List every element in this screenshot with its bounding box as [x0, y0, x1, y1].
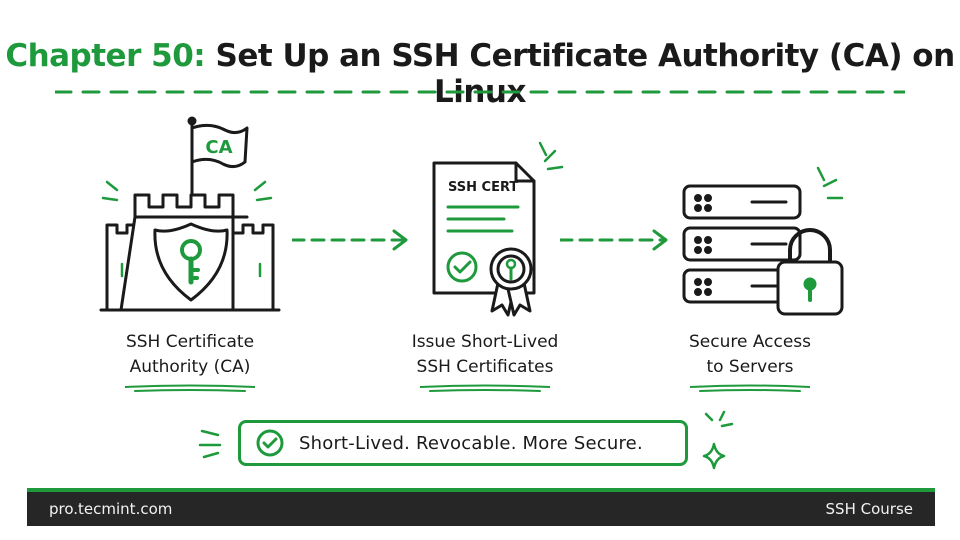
step-caption-line: Secure Access — [688, 332, 812, 352]
footer-course: SSH Course — [825, 500, 913, 518]
check-circle-icon — [256, 429, 284, 457]
certificate-icon: SSH CERT — [432, 141, 564, 317]
caption-underline — [420, 384, 550, 392]
server-lock-icon — [682, 166, 844, 316]
document-label: SSH CERT — [448, 180, 518, 195]
sparkle-icon — [702, 410, 734, 470]
tagline-text: Short-Lived. Revocable. More Secure. — [299, 432, 643, 454]
step-caption-line: SSH Certificates — [416, 357, 554, 377]
tagline-banner: Short-Lived. Revocable. More Secure. — [238, 420, 688, 466]
caption-underline — [690, 384, 810, 392]
step-caption-line: SSH Certificate — [125, 332, 255, 352]
title-dashed-rule — [55, 90, 905, 94]
step-caption-line: to Servers — [706, 357, 794, 377]
step-caption-line: Issue Short-Lived — [411, 332, 559, 352]
flag-label: CA — [205, 137, 232, 158]
chapter-title: Set Up an SSH Certificate Authority (CA)… — [215, 38, 956, 110]
footer-bar: pro.tecmint.com SSH Course — [27, 488, 935, 526]
footer-site: pro.tecmint.com — [49, 500, 173, 518]
pill-decor-left — [198, 429, 222, 459]
step-caption-issue: Issue Short-Lived SSH Certificates — [385, 330, 585, 380]
caption-underline — [125, 384, 255, 392]
arrow-right-icon — [292, 229, 408, 251]
page-title: Chapter 50: Set Up an SSH Certificate Au… — [0, 38, 960, 110]
step-caption-line: Authority (CA) — [129, 357, 251, 377]
chapter-label: Chapter 50: — [5, 38, 206, 74]
step-caption-ca: SSH Certificate Authority (CA) — [95, 330, 285, 380]
arrow-right-icon — [560, 229, 668, 251]
castle-icon: CA — [99, 116, 281, 312]
step-caption-access: Secure Access to Servers — [660, 330, 840, 380]
